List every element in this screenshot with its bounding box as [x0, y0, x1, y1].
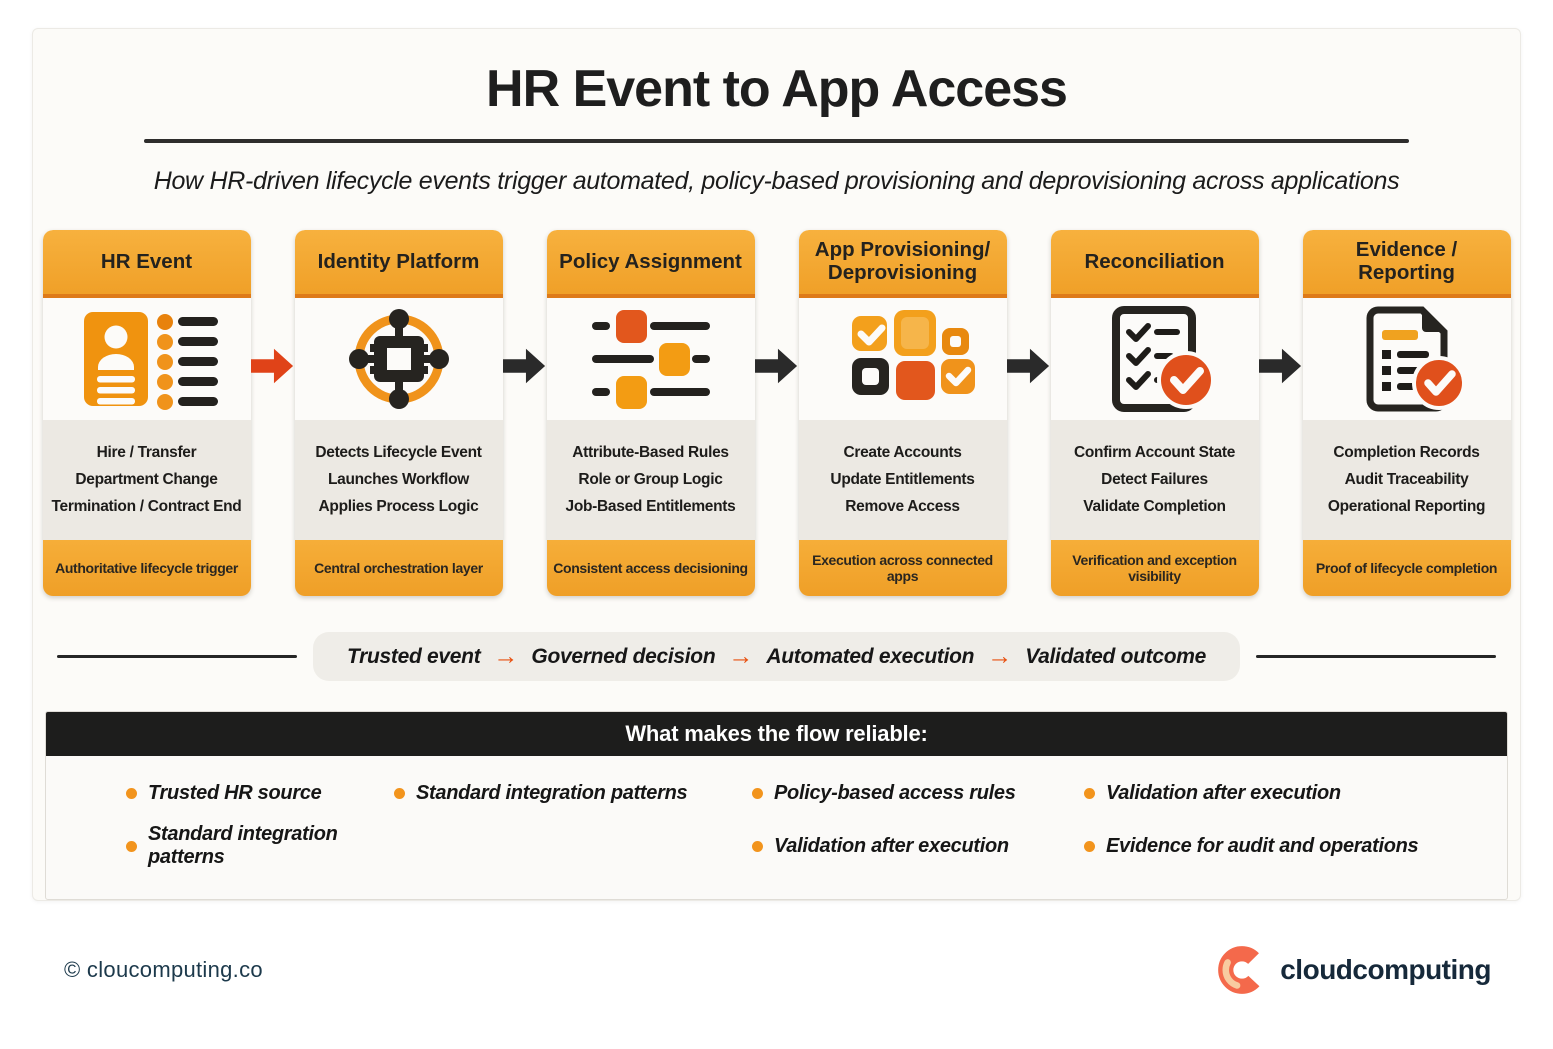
- flow-rule-left: [57, 654, 297, 659]
- flow-arrow-icon: →: [493, 642, 519, 670]
- card-identity-platform: Identity Platform Detects Lifecy: [294, 230, 503, 596]
- card-line: Department Change: [75, 471, 218, 488]
- card-line: Validate Completion: [1083, 498, 1226, 515]
- arrow-right-icon: [754, 348, 797, 384]
- card-line: Create Accounts: [843, 444, 962, 461]
- bullet-dot-icon: [126, 788, 137, 799]
- flow-connector: [502, 346, 547, 386]
- card-line: Detect Failures: [1101, 471, 1208, 488]
- reliability-item: Standard integration patterns: [126, 823, 394, 869]
- bullet-dot-icon: [752, 840, 763, 852]
- flow-step: Governed decision: [531, 644, 716, 668]
- bullet-dot-icon: [394, 788, 405, 799]
- infographic-panel: HR Event to App Access How HR-driven lif…: [32, 28, 1521, 901]
- flow-rule-right: [1256, 654, 1496, 659]
- flow-arrow-icon: →: [728, 642, 754, 670]
- flow-summary-strip: Trusted event → Governed decision → Auto…: [57, 632, 1496, 681]
- bullet-dot-icon: [752, 788, 763, 799]
- reliability-item: Validation after execution: [752, 823, 1084, 869]
- card-title: HR Event: [42, 230, 251, 298]
- reliability-item: Trusted HR source: [126, 782, 394, 805]
- reliability-section: What makes the flow reliable: Trusted HR…: [45, 711, 1508, 900]
- arrow-right-icon: [502, 348, 545, 384]
- card-line: Applies Process Logic: [318, 498, 479, 515]
- reliability-item: Policy-based access rules: [752, 782, 1084, 805]
- card-title: Policy Assignment: [546, 230, 755, 298]
- flow-connector: [754, 346, 799, 386]
- copyright-text: © cloucomputing.co: [64, 957, 263, 982]
- flow-step: Trusted event: [346, 644, 481, 668]
- card-app-provisioning: App Provisioning/ Deprovisioning: [798, 230, 1007, 596]
- card-line: Confirm Account State: [1073, 444, 1236, 461]
- card-policy-assignment: Policy Assignment Attribute-Based Rules …: [546, 230, 755, 596]
- cloudcomputing-logo-icon: [1218, 946, 1267, 994]
- card-line: Hire / Transfer: [96, 444, 197, 461]
- reliability-list: Trusted HR source Standard integration p…: [46, 756, 1507, 899]
- brand-name: cloudcomputing: [1280, 954, 1491, 985]
- card-footer: Central orchestration layer: [294, 540, 503, 596]
- card-footer: Verification and exception visibility: [1050, 540, 1259, 596]
- arrow-right-icon: [1006, 348, 1049, 384]
- title-divider: [144, 139, 1409, 143]
- reliability-heading: What makes the flow reliable:: [46, 712, 1507, 756]
- card-footer: Authoritative lifecycle trigger: [42, 540, 251, 596]
- flow-connector: [250, 346, 295, 386]
- card-line: Attribute-Based Rules: [572, 444, 729, 461]
- process-cards-row: HR Event Hire / Transfer: [42, 230, 1511, 596]
- checklist-check-icon: [1111, 306, 1215, 412]
- card-hr-event: HR Event Hire / Transfer: [42, 230, 251, 596]
- brand-logo: cloudcomputing: [1216, 944, 1491, 996]
- card-footer: Execution across connected apps: [798, 540, 1007, 596]
- arrow-right-icon: [1258, 348, 1301, 384]
- reliability-item: Validation after execution: [1084, 782, 1497, 805]
- card-line: Update Entitlements: [830, 471, 975, 488]
- sliders-icon: [591, 310, 710, 409]
- card-line: Detects Lifecycle Event: [315, 444, 482, 461]
- flow-connector: [1258, 346, 1303, 386]
- card-title: Reconciliation: [1050, 230, 1259, 298]
- flow-connector: [1006, 346, 1051, 386]
- id-card-icon: [83, 312, 218, 410]
- card-line: Termination / Contract End: [51, 498, 242, 515]
- page-subtitle: How HR-driven lifecycle events trigger a…: [153, 167, 1400, 195]
- card-line: Job-Based Entitlements: [565, 498, 736, 515]
- report-check-icon: [1366, 306, 1466, 412]
- reliability-item: Evidence for audit and operations: [1084, 823, 1497, 869]
- card-line: Role or Group Logic: [578, 471, 723, 488]
- card-line: Completion Records: [1333, 444, 1480, 461]
- flow-pill: Trusted event → Governed decision → Auto…: [312, 632, 1241, 681]
- page-title: HR Event to App Access: [486, 60, 1068, 118]
- app-tiles-icon: [851, 310, 975, 400]
- network-hub-icon: [348, 309, 449, 409]
- card-line: Remove Access: [845, 498, 960, 515]
- card-line: Operational Reporting: [1327, 498, 1486, 515]
- card-title: Evidence / Reporting: [1302, 230, 1511, 298]
- card-footer: Proof of lifecycle completion: [1302, 540, 1511, 596]
- arrow-right-icon: [250, 348, 293, 384]
- card-footer: Consistent access decisioning: [546, 540, 755, 596]
- bullet-dot-icon: [126, 840, 137, 852]
- card-evidence-reporting: Evidence / Reporting Completion Records …: [1302, 230, 1511, 596]
- bullet-dot-icon: [1084, 788, 1095, 799]
- flow-step: Automated execution: [766, 644, 975, 668]
- card-line: Audit Traceability: [1344, 471, 1469, 488]
- flow-arrow-icon: →: [987, 642, 1013, 670]
- card-reconciliation: Reconciliation Confirm Account State Det…: [1050, 230, 1259, 596]
- reliability-item: Standard integration patterns: [394, 782, 752, 805]
- title-block: HR Event to App Access How HR-driven lif…: [43, 59, 1510, 196]
- bullet-dot-icon: [1084, 840, 1095, 852]
- card-title: Identity Platform: [294, 230, 503, 298]
- flow-step: Validated outcome: [1025, 644, 1207, 668]
- page-footer: © cloucomputing.co cloudcomputing: [64, 941, 1491, 999]
- card-title: App Provisioning/ Deprovisioning: [798, 230, 1007, 298]
- card-line: Launches Workflow: [327, 471, 470, 488]
